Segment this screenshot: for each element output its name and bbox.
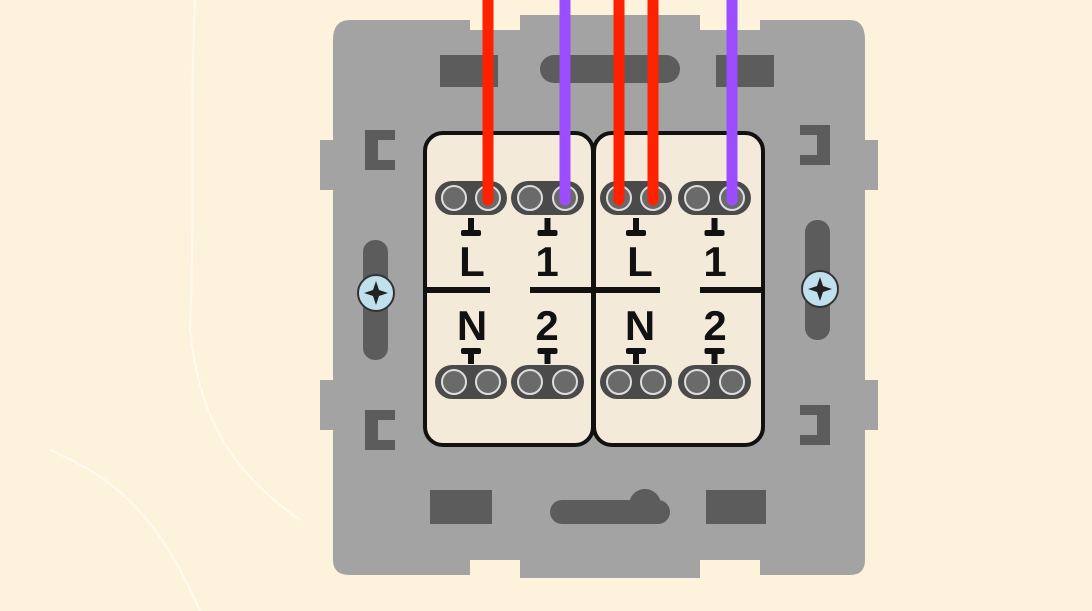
terminal-screw-hole (517, 185, 543, 211)
terminal-screw-hole (640, 369, 666, 395)
terminal-label-N: N (457, 302, 487, 349)
terminal-screw-hole (552, 369, 578, 395)
terminal-screw-hole (441, 369, 467, 395)
terminal-screw-hole (719, 369, 745, 395)
terminal-block (435, 348, 507, 399)
terminal-block (678, 348, 751, 399)
terminal-screw-hole (684, 369, 710, 395)
background-line (49, 449, 201, 611)
terminal-label-1: 1 (703, 238, 726, 285)
background-line (188, 0, 301, 521)
screw-icon (357, 274, 395, 312)
terminal-screw-hole (475, 369, 501, 395)
terminal-label-2: 2 (535, 302, 558, 349)
terminal-label-1: 1 (535, 238, 558, 285)
terminal-label-L: L (627, 238, 653, 285)
terminal-block (511, 348, 584, 399)
terminal-screw-hole (606, 369, 632, 395)
screw-icon (801, 270, 839, 308)
terminal-label-2: 2 (703, 302, 726, 349)
terminal-screw-hole (684, 185, 710, 211)
terminal-screw-hole (441, 185, 467, 211)
terminal-screw-hole (517, 369, 543, 395)
terminal-label-N: N (625, 302, 655, 349)
terminal-block (600, 348, 672, 399)
terminal-label-L: L (459, 238, 485, 285)
